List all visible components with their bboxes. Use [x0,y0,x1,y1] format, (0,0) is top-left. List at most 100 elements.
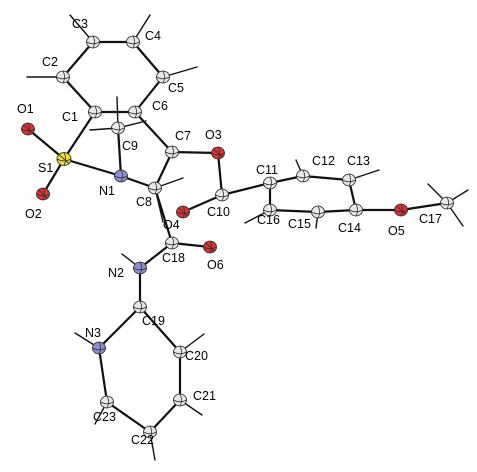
bond-s1-o1 [26,127,66,161]
ellipsoid-principal-ellipse [171,145,175,159]
ellipsoid-principal-ellipse [400,203,404,217]
atom-c21 [173,393,187,407]
atom-label-c18: C18 [162,251,185,265]
ellipsoid-principal-ellipse [148,187,162,191]
atom-o5 [394,203,408,217]
ellipsoid-principal-ellipse [296,175,310,179]
atom-label-o2: O2 [25,207,42,221]
atom-label-o3: O3 [205,128,222,142]
ellipsoid-principal-ellipse [111,127,125,131]
ellipsoid-principal-ellipse [92,35,96,49]
ellipsoid-principal-ellipse [269,203,273,217]
ellipsoid-principal-ellipse [221,188,225,202]
atom-c10 [215,188,229,202]
atom-label-c11: C11 [256,163,278,177]
ellipsoid-principal-ellipse [317,205,321,219]
ellipsoid-principal-ellipse [263,209,277,213]
atom-c3 [86,35,100,49]
bond-c23-n3 [97,346,109,404]
ellipsoid-principal-ellipse [209,240,213,254]
atom-ellipsoid [342,173,356,187]
atom-c16 [263,203,277,217]
atom-c1 [88,105,102,119]
atom-c11 [263,176,277,190]
bond-c12-c13 [301,174,351,182]
atom-label-s1: S1 [38,161,53,175]
atom-label-c6: C6 [152,99,168,113]
ellipsoid-principal-ellipse [128,111,142,115]
bond-c1-s1 [62,110,97,161]
ellipsoid-principal-ellipse [117,121,121,135]
atom-c23 [100,395,114,409]
ellipsoid-principal-ellipse [355,203,359,217]
atom-ellipsoid [263,176,277,190]
ellipsoid-principal-ellipse [88,111,102,115]
ellipsoid-principal-ellipse [134,105,138,119]
atom-ellipsoid [128,105,142,119]
ellipsoid-octant-line [38,189,48,199]
atom-label-o4: O4 [163,218,180,232]
bond-c10-c11 [220,181,272,197]
ellipsoid-principal-ellipse [114,175,128,179]
atom-label-c2: C2 [42,55,58,69]
bond-c7-o3 [170,150,220,155]
atom-ellipsoid [349,203,363,217]
bond-o5-c17 [399,201,449,212]
ellipsoid-principal-ellipse [182,205,186,219]
atom-label-c7: C7 [175,129,191,143]
atom-ellipsoid [126,35,140,49]
bond-c5-c6 [133,75,165,114]
ellipsoid-principal-ellipse [302,169,306,183]
ellipsoid-principal-ellipse [139,261,143,275]
ellipsoid-octant-line [58,154,70,164]
ellipsoid-principal-ellipse [120,169,124,183]
atom-ellipsoid [92,341,106,355]
bond-c22-c23 [105,400,152,434]
atom-label-c3: C3 [72,17,88,31]
ellipsoid-principal-ellipse [42,187,46,201]
atom-c18 [165,236,179,250]
bond-c4-c5 [131,40,165,79]
ellipsoid-principal-ellipse [173,399,187,403]
ellipsoid-principal-ellipse [133,306,147,310]
ellipsoid-principal-ellipse [156,76,170,80]
atom-c12 [296,169,310,183]
ellipsoid-principal-ellipse [203,246,217,250]
bond-n1-c9 [116,126,123,178]
atom-label-c16: C16 [257,213,280,227]
atom-o1 [21,122,35,136]
bond-c18-n2 [138,241,174,270]
ellipsoid-principal-ellipse [394,209,408,213]
atom-label-c19: C19 [142,314,165,328]
atom-ellipsoid [133,261,147,275]
atom-ellipsoid [148,181,162,195]
ellipsoid-principal-ellipse [348,173,352,187]
atom-ellipsoid [296,169,310,183]
ellipsoid-principal-ellipse [154,181,158,195]
ellipsoid-principal-ellipse [36,193,50,197]
atom-label-n2: N2 [108,266,124,280]
ellipsoid-principal-ellipse [211,152,225,156]
ellipsoid-principal-ellipse [21,128,35,132]
ellipsoid-principal-ellipse [179,345,183,359]
ellipsoid-principal-ellipse [173,351,187,355]
bond-c15-c16 [268,208,320,214]
atom-c20 [173,345,187,359]
ellipsoid-principal-ellipse [94,105,98,119]
atom-ellipsoid [111,121,125,135]
ellipsoid-principal-ellipse [165,151,179,155]
atom-c5 [156,70,170,84]
atom-c14 [349,203,363,217]
atom-c9 [111,121,125,135]
ellipsoid-principal-ellipse [176,211,190,215]
atom-label-c12: C12 [312,154,335,168]
atom-label-c13: C13 [347,154,370,168]
atom-label-c14: C14 [338,221,361,235]
ellipsoid-principal-ellipse [349,209,363,213]
ellipsoid-principal-ellipse [446,196,450,210]
ellipsoid-principal-ellipse [56,76,70,80]
atom-label-o6: O6 [207,258,224,272]
ellipsoid-principal-ellipse [126,41,140,45]
atom-c22 [143,425,157,439]
